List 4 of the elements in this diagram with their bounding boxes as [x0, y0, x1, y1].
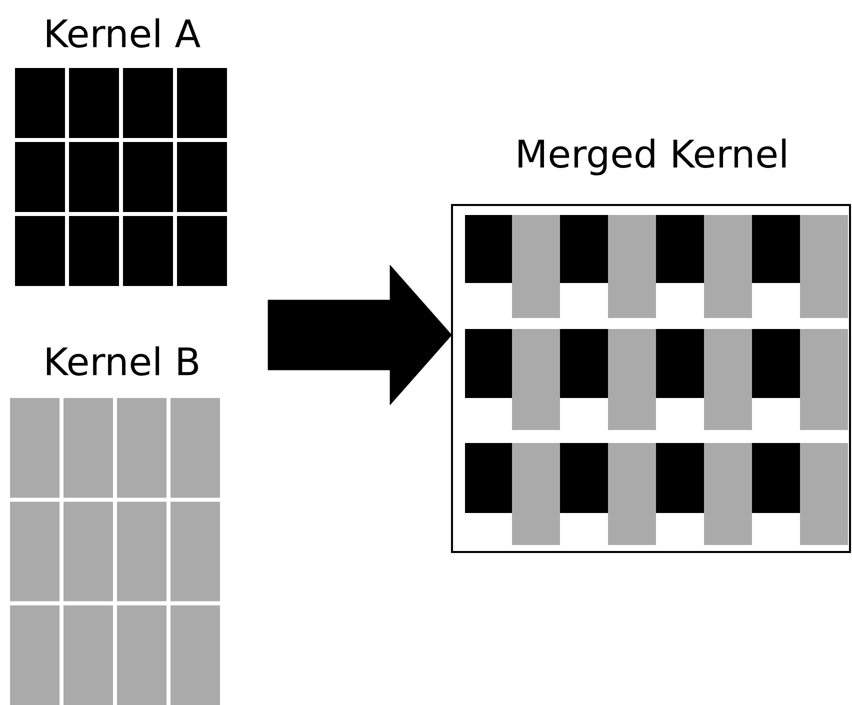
kernel-title: Kernel B — [46, 346, 198, 376]
block-arrow — [268, 264, 452, 406]
kernel-title: Kernel A — [47, 18, 200, 48]
kernel-title: Merged Kernel — [518, 138, 786, 176]
